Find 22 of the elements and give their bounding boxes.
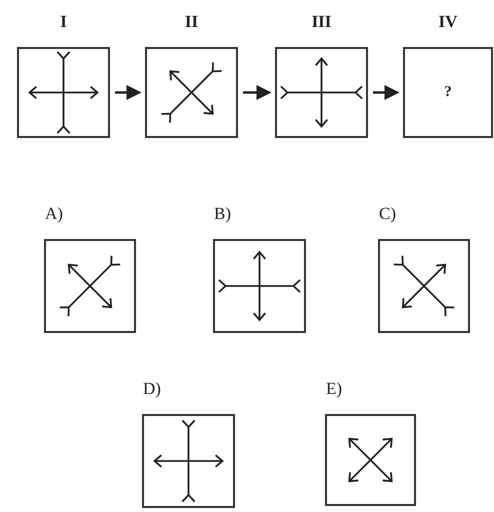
- figure-box: [378, 239, 470, 333]
- figure-box: [142, 414, 235, 508]
- figure-box: [17, 47, 110, 138]
- panel-heading: A): [45, 205, 63, 222]
- panel-heading: C): [379, 205, 396, 222]
- figure-box: [213, 239, 306, 333]
- panel-heading: II: [184, 13, 200, 30]
- panel-heading: III: [310, 13, 332, 30]
- arrow: [373, 85, 400, 100]
- figure-box: [275, 47, 368, 138]
- arrow: [243, 85, 272, 100]
- question-mark: ?: [444, 83, 452, 102]
- figure-box: [145, 47, 238, 138]
- panel-heading: D): [143, 380, 161, 397]
- panel-heading: I: [59, 13, 68, 30]
- figure-box: [403, 47, 493, 138]
- arrow: [115, 85, 142, 100]
- figure-box: [44, 239, 136, 333]
- panel-heading: E): [326, 380, 342, 397]
- panel-heading: B): [214, 205, 231, 222]
- figure-box: [325, 414, 416, 506]
- panel-heading: IV: [438, 13, 458, 30]
